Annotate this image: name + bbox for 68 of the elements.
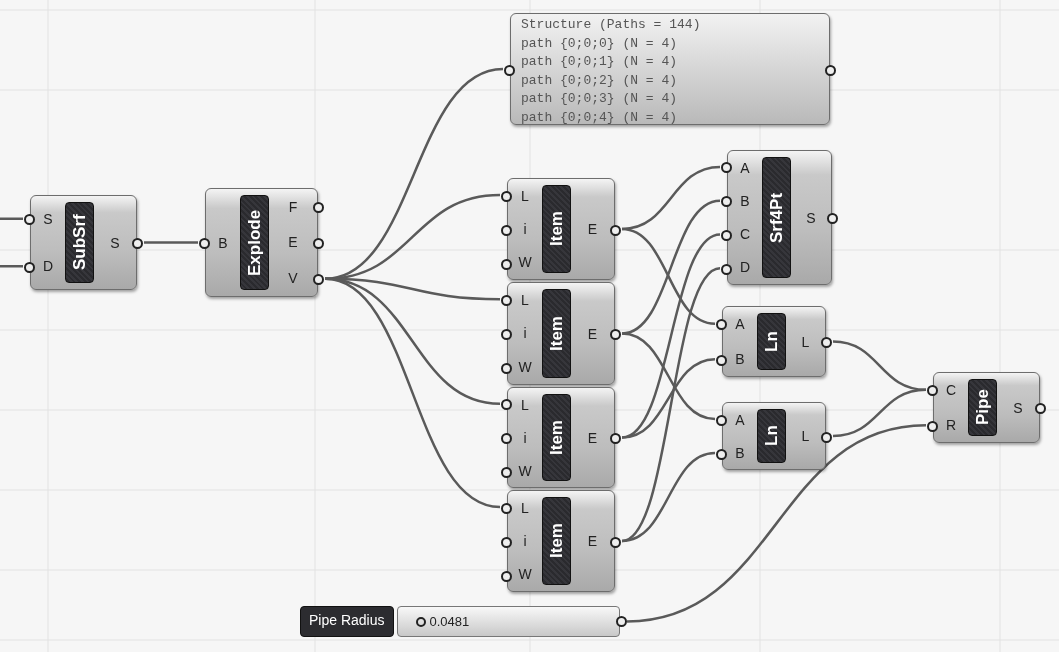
port-label: E (587, 221, 598, 237)
port-label: A (735, 316, 745, 333)
component-name-label: Srf4Pt (762, 157, 791, 278)
port-label: D (42, 257, 54, 274)
port-label: V (288, 270, 298, 287)
port-label: C (945, 382, 957, 399)
port-label: S (1013, 399, 1023, 416)
port-label: E (288, 234, 298, 251)
port-label: C (739, 226, 751, 243)
panel-text-line: path {0;0;2} (N = 4) (521, 71, 679, 90)
port-label: A (735, 411, 745, 428)
port-label: L (521, 187, 529, 204)
port-label: i (523, 221, 527, 237)
wire (621, 199, 721, 335)
port-label: B (218, 234, 228, 251)
slider-value: 0.0481 (429, 614, 470, 629)
port-label: E (587, 325, 598, 342)
wire (621, 332, 716, 421)
port-label: L (521, 396, 529, 413)
component-name-label: Item (542, 289, 571, 378)
port-label: R (945, 416, 957, 433)
port-label: i (523, 429, 527, 446)
port-label: W (518, 254, 532, 271)
panel-text-line: path {0;0;3} (N = 4) (521, 90, 679, 108)
wire (324, 67, 504, 281)
wire (324, 277, 501, 509)
port-label: W (518, 462, 532, 479)
component-name-label: Item (542, 185, 571, 273)
wire (832, 388, 927, 438)
port-label: L (801, 333, 810, 350)
component-name-label: Item (542, 394, 571, 481)
port-label: S (43, 211, 53, 228)
wire (621, 358, 716, 439)
port-label: S (806, 209, 816, 226)
panel-text-line: path {0;0;4} (N = 4) (521, 108, 679, 127)
port-label: F (288, 198, 298, 215)
port-label: L (801, 428, 810, 444)
wire (621, 451, 716, 543)
port-label: A (740, 159, 750, 176)
port-label: B (740, 192, 750, 209)
port-label: E (587, 429, 598, 446)
wire (621, 227, 716, 325)
slider-name-label: Pipe Radius (300, 606, 394, 637)
panel-text-line: path {0;0;1} (N = 4) (521, 53, 679, 71)
component-name-label: Explode (240, 195, 269, 290)
port-label: D (739, 259, 751, 276)
wire (626, 424, 927, 623)
component-name-label: Pipe (968, 379, 997, 436)
port-label: W (518, 359, 532, 376)
component-name-label: Item (542, 497, 571, 585)
wire (0, 265, 23, 268)
panel-text-line: Structure (Paths = 144) (521, 16, 702, 34)
wire (144, 241, 198, 244)
port-label: i (523, 533, 527, 549)
port-label: L (521, 291, 529, 308)
port-label: B (735, 350, 745, 367)
component-name-label: Ln (757, 313, 786, 370)
component-name-label: Ln (757, 409, 786, 463)
panel-text-line: path {0;0;0} (N = 4) (521, 34, 679, 53)
wire (832, 340, 927, 391)
port-label: W (518, 566, 532, 583)
component-name-label: SubSrf (65, 202, 94, 283)
port-label: E (587, 533, 598, 549)
port-label: B (735, 444, 745, 461)
port-label: i (523, 325, 527, 342)
port-label: L (521, 499, 529, 516)
wire (0, 217, 23, 220)
port-label: S (110, 234, 120, 251)
